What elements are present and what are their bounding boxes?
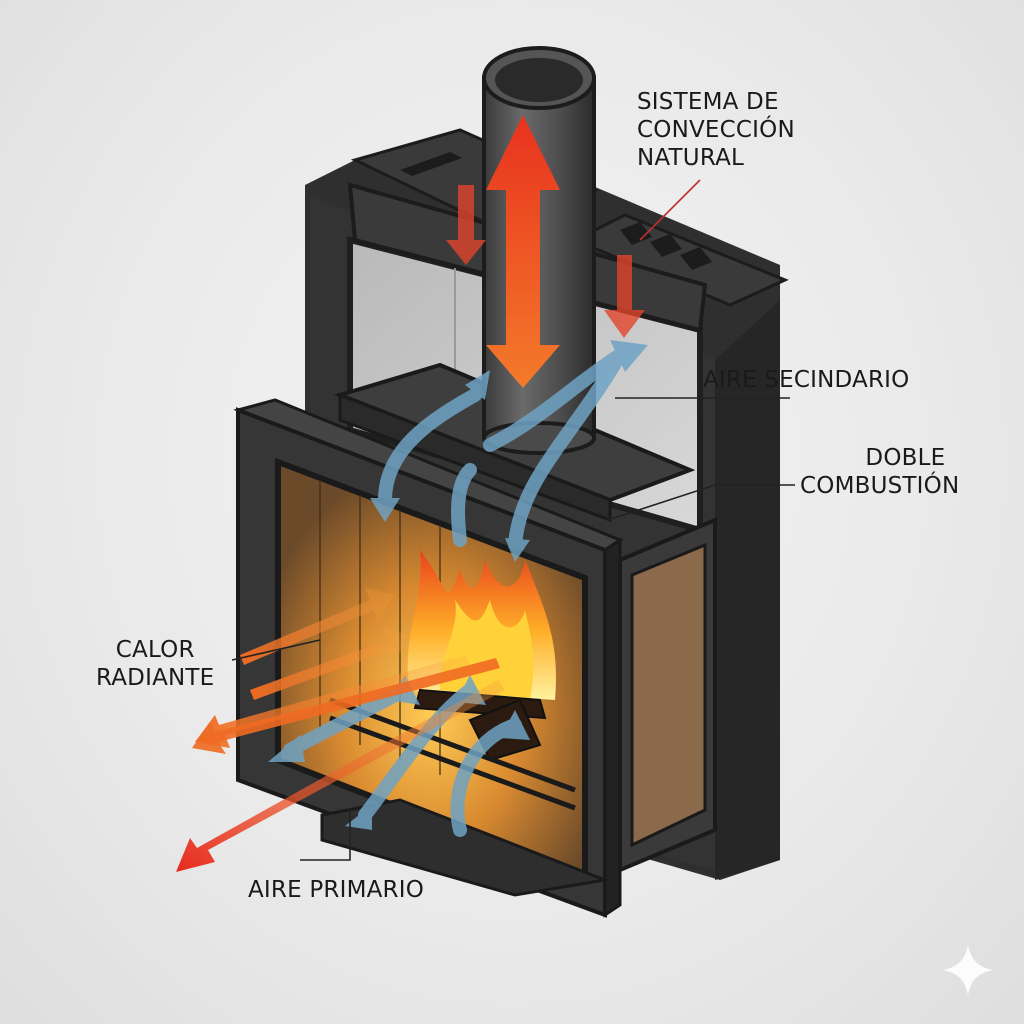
convection-label-line-2: CONVECCIÓN <box>637 117 795 143</box>
convection-arrow-main <box>486 115 560 388</box>
secondary-air-arrows <box>370 340 648 562</box>
sparkle-icon <box>943 945 993 995</box>
radiant-heat-line-1: CALOR <box>115 637 195 663</box>
convection-label-line-3: NATURAL <box>637 145 745 171</box>
radiant-heat-label: CALOR RADIANTE <box>96 636 214 692</box>
double-combustion-label: DOBLE COMBUSTIÓN <box>800 444 959 500</box>
leader-lines <box>231 179 795 861</box>
convection-label-line-1: SISTEMA DE <box>637 89 779 115</box>
radiant-heat-line-2: RADIANTE <box>96 665 215 691</box>
primary-air-label: AIRE PRIMARIO <box>248 877 425 903</box>
convection-arrows-down <box>446 185 645 338</box>
convection-label: SISTEMA DE CONVECCIÓN NATURAL <box>637 88 795 172</box>
secondary-air-label: AIRE SECINDARIO <box>703 367 910 393</box>
double-combustion-line-1: DOBLE <box>865 445 946 471</box>
primary-air-arrows <box>268 675 530 837</box>
double-combustion-line-2: COMBUSTIÓN <box>800 473 960 499</box>
radiant-heat-arrows <box>176 588 505 872</box>
